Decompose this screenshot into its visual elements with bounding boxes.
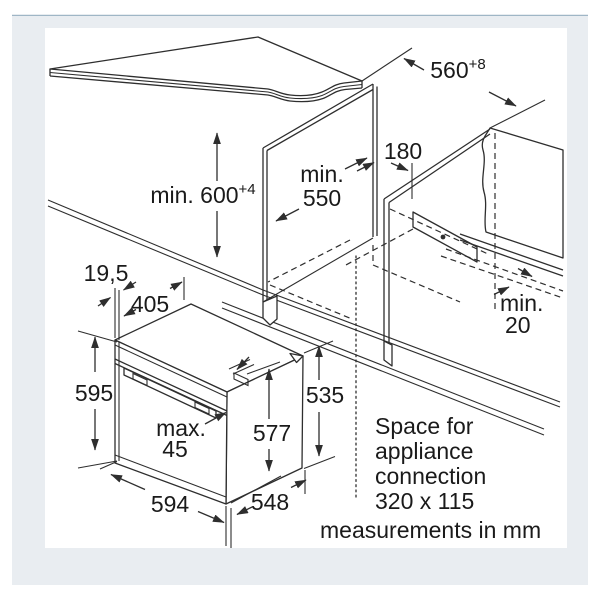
hidden-edges (267, 208, 489, 320)
dim-rear-offset-180: 180 (356, 138, 422, 199)
wall-rail-hidden (440, 248, 564, 299)
worktop-end-caps (49, 69, 363, 88)
panel-foot (262, 295, 278, 326)
panel-front-edge (262, 148, 268, 303)
dim-max45-label-line2: 45 (162, 436, 188, 462)
hidden-edge (269, 284, 353, 320)
space-note-line3: connection (375, 463, 486, 489)
dim-max45-label-line1: max. (156, 415, 206, 441)
dim-594-label: 594 (151, 491, 190, 517)
worktop-front-edge-bottom (49, 75, 363, 103)
hidden-edge (389, 208, 489, 255)
oven-handle-mount-right (194, 401, 210, 415)
dim-min550-label-line1: min. (300, 161, 343, 187)
panel-top-edge (262, 83, 374, 152)
oven-front-inner-top (114, 344, 228, 398)
wall-panel (440, 127, 564, 312)
dim-min550-label-line2: 550 (303, 185, 341, 211)
dim-front-height-595: 595 (75, 330, 118, 469)
wall-panel-surface (481, 127, 564, 259)
dim-min20-label-line2: 20 (505, 312, 531, 338)
dim-405-label: 405 (131, 291, 169, 317)
connection-area (412, 211, 478, 263)
connection-area-hatch (412, 211, 478, 263)
note-appliance-connection: Space for appliance connection 320 x 115 (375, 413, 486, 514)
dim-door-protrusion-max45: max. 45 (156, 356, 255, 462)
dim-niche-depth-min550: min. 550 (275, 157, 368, 222)
back-panel-top-edge (383, 128, 491, 204)
wall-rail (459, 233, 564, 277)
back-panel-foot (383, 340, 393, 367)
space-note-line1: Space for (375, 413, 474, 439)
dim-wall-clearance-min20: min. 20 (493, 267, 543, 338)
space-note-line2: appliance (375, 438, 473, 464)
dim-niche-height-min600: min. 600+4 (150, 132, 256, 258)
dim-body-height-577: 577 (230, 361, 291, 504)
panel-right-edge (372, 84, 378, 237)
oven-handle-mount-left (132, 372, 148, 387)
panel-bottom-edge (262, 237, 374, 303)
dim-19-5-label: 19,5 (84, 260, 129, 286)
dim-595-label: 595 (75, 380, 113, 406)
dim-body-depth-548: 548 (236, 470, 307, 516)
dim-535-label: 535 (306, 382, 344, 408)
hidden-edge (343, 228, 414, 267)
worktop-front-edge-mid (49, 71, 363, 100)
plinth-edge (221, 301, 545, 430)
dim-rear-height-535: 535 (303, 340, 344, 470)
hidden-edge (372, 264, 461, 303)
connection-point-dot (440, 234, 446, 240)
oven-door-bottom-line (114, 454, 227, 498)
dim-front-width-594: 594 (99, 460, 232, 548)
worktop (49, 36, 363, 103)
dim-top-depth-405: 405 (123, 277, 185, 317)
dim-min600-label: min. 600+4 (150, 181, 255, 208)
worktop-surface (49, 36, 363, 97)
back-panel-front-edge (383, 199, 390, 344)
oven (114, 303, 304, 505)
plinth-edge-inner (221, 307, 545, 436)
dim-577-label: 577 (253, 420, 291, 446)
dim-548-label: 548 (251, 489, 289, 515)
oven-side-notch (233, 372, 249, 387)
niche-back-panel (383, 128, 491, 367)
niche-left-panel (262, 83, 378, 326)
diagram-canvas (45, 28, 567, 548)
dim-180-label: 180 (384, 138, 422, 164)
dim-min20-label-line1: min. (500, 290, 543, 316)
dim-front-overhang-19-5: 19,5 (84, 260, 137, 340)
oven-corner-mark (289, 352, 304, 364)
footer-units-note: measurements in mm (320, 517, 541, 543)
hidden-edge (267, 239, 351, 283)
space-note-line4: 320 x 115 (375, 488, 474, 514)
dim-niche-width-560: 560+8 (361, 47, 546, 129)
oven-front-face (114, 339, 228, 505)
dim-560-label: 560+8 (430, 56, 485, 83)
